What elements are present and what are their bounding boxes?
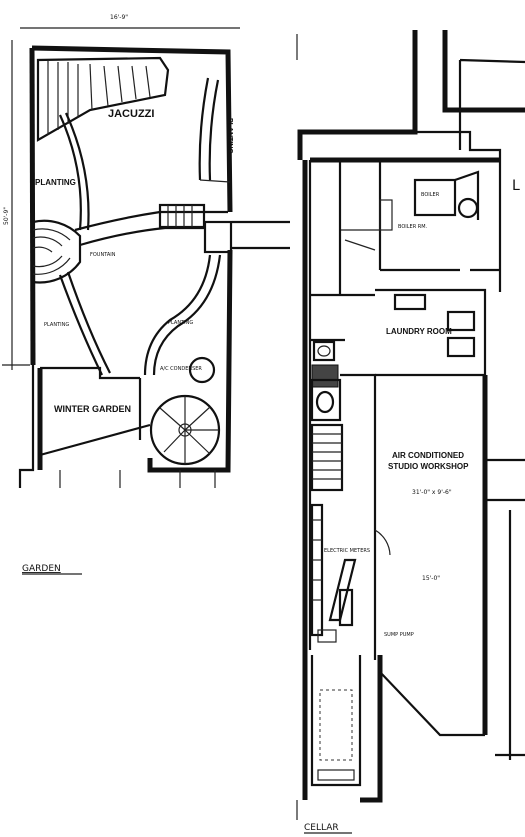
cellar-corridor [310,160,391,660]
cellar-south-wall [360,655,383,803]
garden-side-dimension: 50'-9" [3,207,10,225]
interior-stair [310,423,344,492]
studio-height: 15'-0" [422,575,440,582]
cellar-plan: L [296,30,525,834]
studio-label-line2: STUDIO WORKSHOP [388,462,469,471]
wash-basin [312,340,336,362]
stone-path-lower-right [143,254,212,376]
planting-left-label: PLANTING [35,178,76,187]
boiler-room [340,160,500,272]
garden-east-wall [31,45,233,473]
electric-meters-label: ELECTRIC METERS [324,548,370,554]
garden-bridge [158,203,206,229]
garden-south-steps [59,470,216,488]
cellar-caption: CELLAR [304,823,339,833]
winter-garden-label: WINTER GARDEN [54,404,131,414]
cellar-neighbor-wall [442,30,525,113]
dryer [446,336,476,358]
garden-south-wall [18,365,35,488]
planting-right-label: PLANTING [226,118,233,154]
garden-center-path [74,210,228,232]
ac-condenser-label: A/C CONDENSER [160,366,202,372]
svg-text:L: L [512,178,520,194]
winter-garden-room [37,366,151,470]
laundry-room-label: LAUNDRY ROOM [386,327,452,336]
fountain-label: FOUNTAIN [90,252,116,258]
planting-small-left-label: PLANTING [44,322,69,328]
laundry-room [375,288,487,377]
sump-pump-label: SUMP PUMP [384,632,414,638]
fountain [32,219,82,284]
studio-dimensions: 31'-0" x 9'-6" [412,489,452,496]
garden-gate [203,220,233,254]
studio-label-line1: AIR CONDITIONED [392,451,464,460]
garden-top-dimension: 16'-9" [110,14,128,21]
garden-plan: 16'-9" 50'-9" [2,14,290,575]
cellar-upper-wall [297,30,418,160]
jacuzzi-label: JACUZZI [108,108,154,120]
toilet [315,390,335,414]
studio-angled-wall [379,671,485,737]
water-heater [457,197,479,219]
boiler-unit [413,178,457,217]
stone-path-right [198,77,210,181]
electric-panel [310,503,324,637]
garden-stair [36,56,170,142]
garden-caption: GARDEN [22,564,61,574]
boiler-room-label: BOILER RM. [398,224,428,230]
planting-small-right-label: PLANTING [168,320,193,326]
ac-condenser-unit [188,356,216,384]
boiler-label: BOILER [421,192,440,198]
washer [446,310,476,332]
stone-path-upper-left [58,114,82,231]
laundry-sink [393,293,427,311]
stone-path-lower-left [58,274,103,376]
garden-west-wall [29,47,36,366]
studio-door-swing [374,529,391,556]
spiral-stair [149,394,221,466]
cellar-areaway [310,655,362,787]
